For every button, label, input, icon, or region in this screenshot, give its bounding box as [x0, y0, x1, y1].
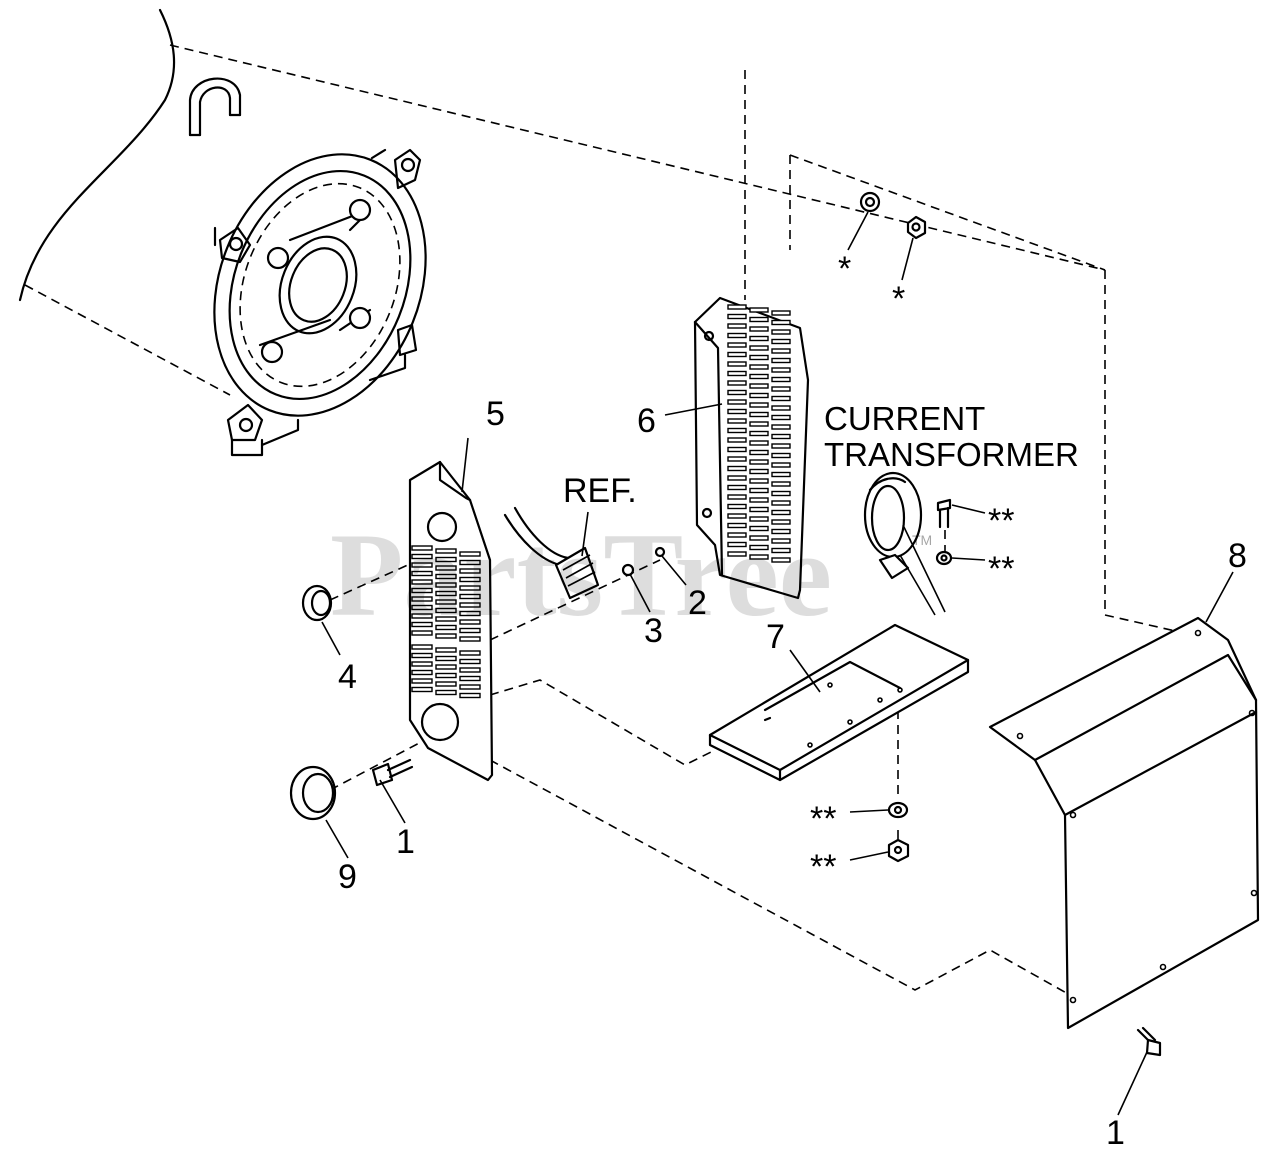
- callout-8: 8: [1228, 537, 1247, 575]
- ref-component: [503, 506, 600, 600]
- bolt-ct: [936, 498, 952, 529]
- callout-star-2: *: [892, 280, 905, 318]
- hose-fitting: [188, 77, 242, 137]
- grommet-part-4: [301, 584, 333, 622]
- bracket-part-7: [708, 623, 970, 782]
- callout-5: 5: [486, 395, 505, 433]
- panel-5-vent-slots: [411, 545, 481, 699]
- current-transformer: [863, 471, 923, 580]
- callout-7: 7: [766, 618, 785, 656]
- panel-part-6: [693, 296, 810, 600]
- nut-below-bracket: [887, 838, 910, 863]
- callout-labels: 5 6 7 8 4 9 1 1 2 3 REF. * * ** ** ** **…: [338, 250, 1247, 1152]
- callout-ref: REF.: [563, 472, 637, 510]
- panel-part-5: [408, 460, 494, 782]
- washer-ct: [935, 550, 953, 566]
- panel-6-vent-slots: [727, 304, 791, 563]
- callout-6: 6: [637, 402, 656, 440]
- callout-1-right: 1: [1106, 1114, 1125, 1152]
- screw-part-1-left: [371, 758, 414, 787]
- callout-3: 3: [644, 612, 663, 650]
- screw-part-1-right: [1136, 1026, 1162, 1057]
- callout-double-star-3: **: [810, 800, 836, 838]
- leader-lines: [321, 211, 1234, 1116]
- watermark: PartsTree TM: [330, 508, 932, 641]
- callout-4: 4: [338, 658, 357, 696]
- callout-1-left: 1: [396, 823, 415, 861]
- callout-double-star-4: **: [810, 848, 836, 886]
- current-transformer-label-line1: CURRENT: [824, 400, 985, 437]
- callout-double-star-1: **: [988, 502, 1014, 540]
- nut-top-right: [906, 215, 927, 240]
- callout-9: 9: [338, 858, 357, 896]
- washer-below-bracket: [887, 801, 909, 819]
- screw-part-2: [654, 546, 666, 558]
- nut-part-3: [621, 563, 635, 577]
- alternator-bracket: [213, 148, 427, 457]
- watermark-trademark: TM: [912, 532, 932, 548]
- callout-2: 2: [688, 584, 707, 622]
- current-transformer-label-line2: TRANSFORMER: [824, 436, 1079, 473]
- grommet-part-9: [289, 765, 337, 821]
- watermark-text: PartsTree: [330, 508, 832, 641]
- cover-part-8: [988, 616, 1260, 1030]
- nut-top-left: [859, 191, 881, 213]
- callout-star-1: *: [838, 250, 851, 288]
- callout-double-star-2: **: [988, 550, 1014, 588]
